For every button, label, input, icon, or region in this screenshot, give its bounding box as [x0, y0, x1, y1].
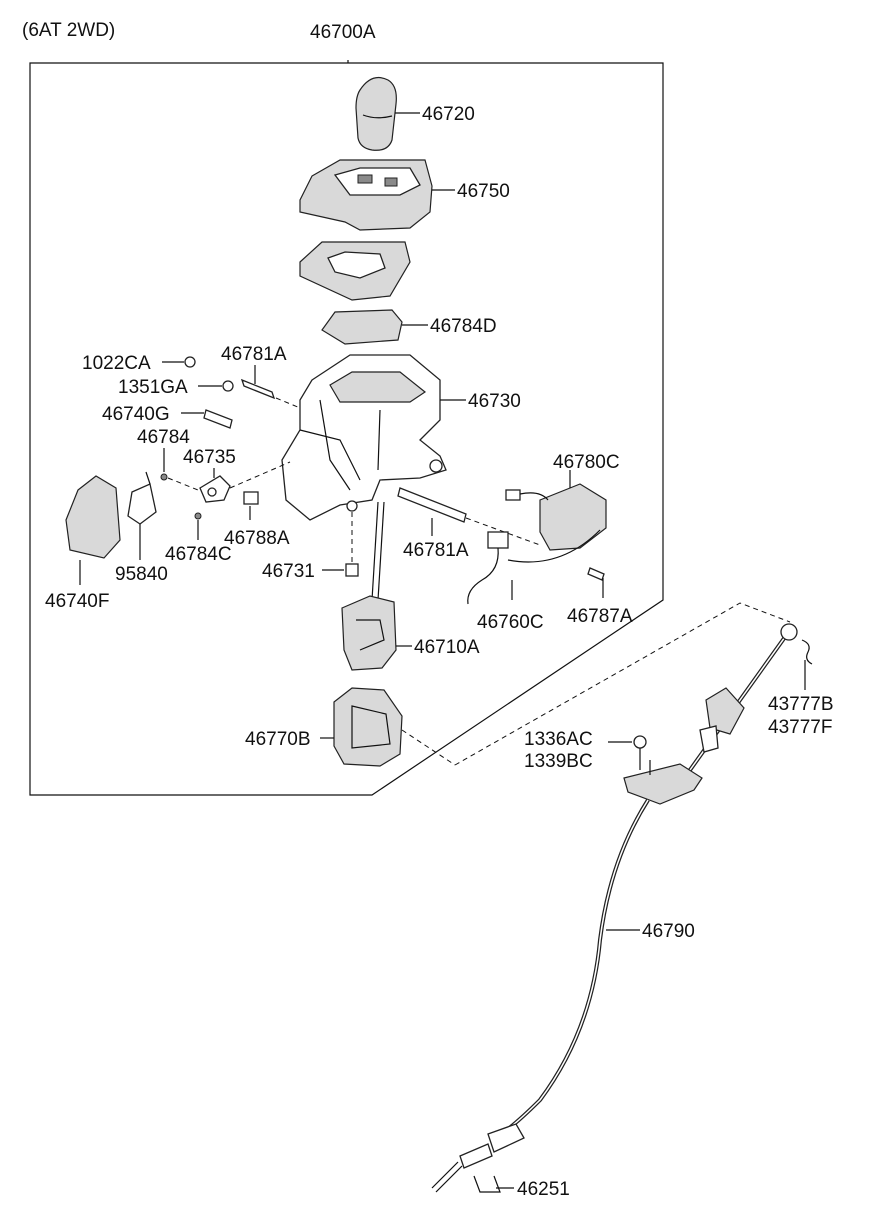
label-46781A-lower: 46781A	[403, 540, 469, 561]
cable-end-lower[interactable]	[431, 1123, 525, 1193]
assembly-frame: 46700A	[29, 22, 664, 796]
label-1336AC: 1336AC	[524, 729, 593, 750]
detent-46710A[interactable]: 46710A	[341, 501, 480, 671]
bolt-1351GA[interactable]: 1351GA	[118, 377, 234, 398]
label-46735: 46735	[183, 447, 236, 468]
label-46787A: 46787A	[567, 606, 633, 627]
label-46790: 46790	[642, 921, 695, 942]
sleeve-46740G[interactable]: 46740G	[102, 404, 233, 429]
base-46770B[interactable]: 46770B	[245, 687, 456, 767]
cable-bracket[interactable]: 1336AC 1339BC	[524, 729, 703, 805]
solenoid-46780C[interactable]: 46780C	[505, 452, 620, 551]
pin-46784C[interactable]: 46784C	[165, 512, 232, 565]
label-43777F: 43777F	[768, 717, 832, 738]
indicator-plate-d[interactable]: 46784D	[321, 309, 497, 345]
label-46760C: 46760C	[477, 612, 544, 633]
label-95840: 95840	[115, 564, 168, 585]
shifter-housing[interactable]: 46730	[281, 354, 521, 521]
label-46740F: 46740F	[45, 591, 109, 612]
label-46784: 46784	[137, 427, 190, 448]
label-46700A: 46700A	[310, 22, 376, 43]
lever-46735[interactable]: 46735	[183, 447, 291, 503]
connector-46760C[interactable]: 46760C	[467, 529, 601, 633]
label-1022CA: 1022CA	[82, 353, 151, 374]
label-46781A-upper: 46781A	[221, 344, 287, 365]
label-46720: 46720	[422, 104, 475, 125]
label-46750: 46750	[457, 181, 510, 202]
cable-guide-dash	[454, 602, 791, 766]
pin-46784[interactable]: 46784	[137, 427, 199, 491]
shift-cable-46790[interactable]: 46790	[491, 798, 695, 1142]
shaft-46781A[interactable]: 46781A	[397, 487, 541, 561]
spring-95840[interactable]: 95840	[115, 471, 168, 585]
screw-46787A[interactable]: 46787A	[567, 567, 633, 627]
label-46730: 46730	[468, 391, 521, 412]
label-46710A: 46710A	[414, 637, 480, 658]
label-46770B: 46770B	[245, 729, 311, 750]
label-46784D: 46784D	[430, 316, 497, 337]
pin-upper-46781A[interactable]: 46781A	[221, 344, 306, 411]
clip-46731[interactable]: 46731	[262, 512, 359, 582]
indicator-plate[interactable]	[299, 241, 411, 301]
label-46784C: 46784C	[165, 544, 232, 565]
label-46740G: 46740G	[102, 404, 170, 425]
fastener-1022CA[interactable]: 1022CA	[82, 353, 196, 374]
label-46788A: 46788A	[224, 528, 290, 549]
indicator-cover[interactable]: 46750	[299, 159, 510, 231]
label-1351GA: 1351GA	[118, 377, 188, 398]
label-46251: 46251	[517, 1179, 570, 1200]
clip-46251[interactable]: 46251	[473, 1175, 570, 1200]
shift-knob[interactable]: 46720	[355, 77, 475, 151]
label-46780C: 46780C	[553, 452, 620, 473]
label-43777B: 43777B	[768, 694, 834, 715]
label-46731: 46731	[262, 561, 315, 582]
label-1339BC: 1339BC	[524, 751, 593, 772]
cover-46740F[interactable]: 46740F	[45, 475, 121, 612]
diagram-title: (6AT 2WD)	[22, 20, 115, 41]
clip-43777[interactable]: 43777B 43777F	[768, 639, 834, 738]
bushing-46788A[interactable]: 46788A	[224, 491, 290, 549]
